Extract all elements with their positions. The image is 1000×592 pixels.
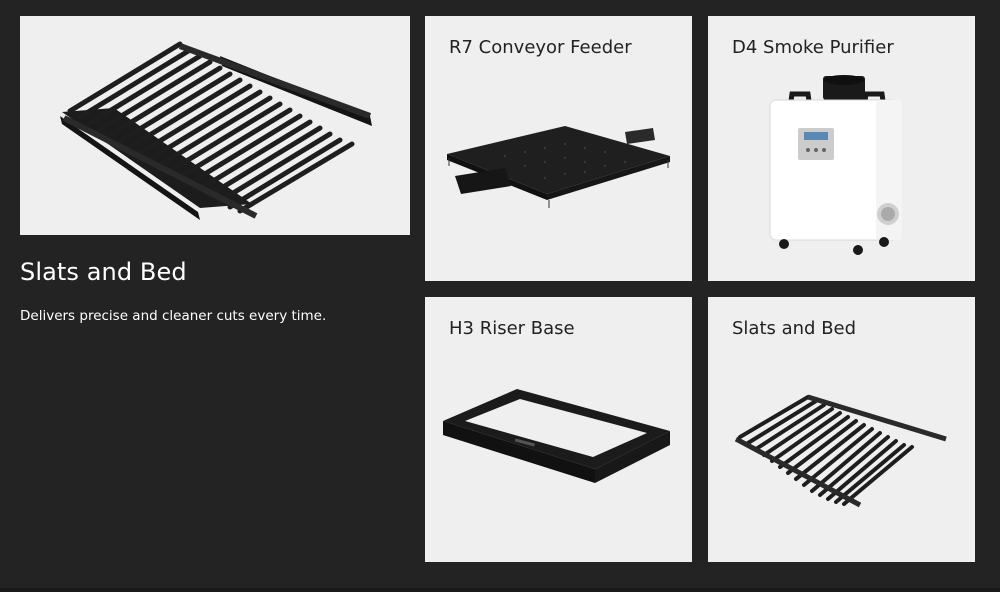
section-divider — [0, 588, 1000, 592]
card-h3-riser-base[interactable]: H3 Riser Base — [425, 297, 692, 562]
card-title: R7 Conveyor Feeder — [449, 37, 632, 58]
card-title: D4 Smoke Purifier — [732, 37, 894, 58]
smoke-purifier-image — [769, 75, 902, 255]
conveyor-feeder-image — [447, 126, 670, 208]
featured-product-title: Slats and Bed — [20, 258, 187, 286]
slats-bed-image — [60, 41, 372, 220]
featured-product-description: Delivers precise and cleaner cuts every … — [20, 308, 327, 324]
card-d4-smoke-purifier[interactable]: D4 Smoke Purifier — [708, 16, 975, 281]
featured-product-image — [20, 16, 410, 235]
card-slats-and-bed[interactable]: Slats and Bed — [708, 297, 975, 562]
card-title: H3 Riser Base — [449, 318, 575, 339]
card-title: Slats and Bed — [732, 318, 857, 339]
card-r7-conveyor-feeder[interactable]: R7 Conveyor Feeder — [425, 16, 692, 281]
riser-base-image — [443, 389, 670, 483]
slats-bed-image — [734, 394, 947, 508]
